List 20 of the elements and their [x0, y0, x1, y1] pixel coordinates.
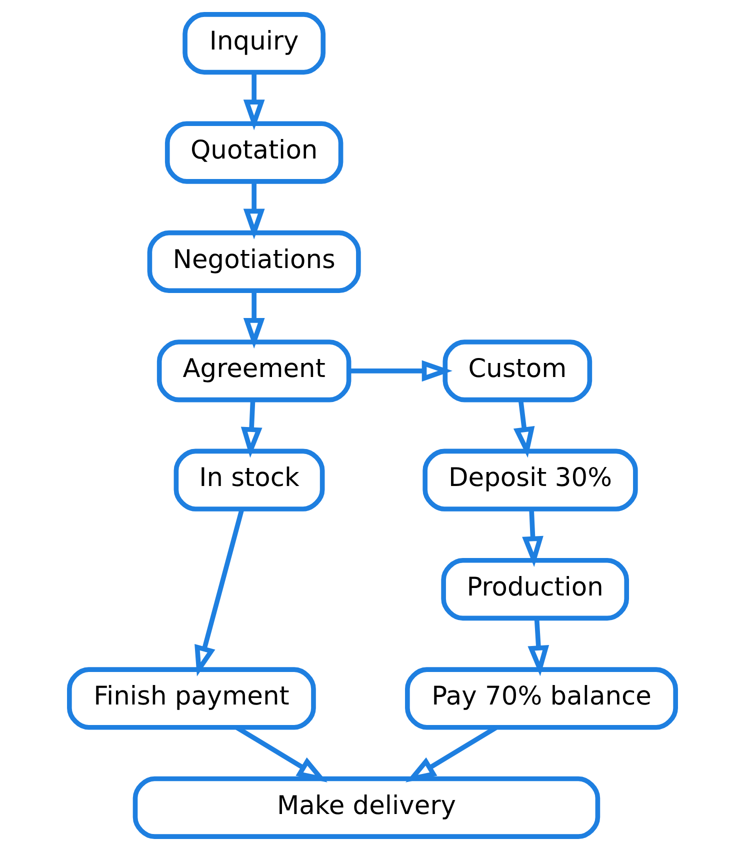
node-box: Inquiry: [182, 12, 326, 75]
node-box: Finish payment: [67, 667, 316, 730]
arrow: [243, 72, 265, 130]
arrow: [243, 182, 265, 240]
node-box: Pay 70% balance: [405, 667, 678, 730]
node-box: Quotation: [164, 121, 344, 184]
node-box: Make delivery: [132, 776, 600, 839]
node-box: Custom: [442, 340, 592, 402]
arrow: [349, 360, 452, 382]
arrow: [522, 509, 544, 567]
arrow: [194, 508, 244, 676]
node-box: Negotiations: [147, 230, 361, 294]
arrow: [243, 291, 265, 349]
arrow: [528, 618, 550, 676]
node-box: Production: [441, 558, 630, 621]
arrow: [513, 400, 535, 458]
arrow: [240, 400, 262, 458]
node-box: Deposit 30%: [422, 448, 638, 512]
node-box: Agreement: [156, 340, 352, 402]
node-box: In stock: [174, 448, 325, 512]
